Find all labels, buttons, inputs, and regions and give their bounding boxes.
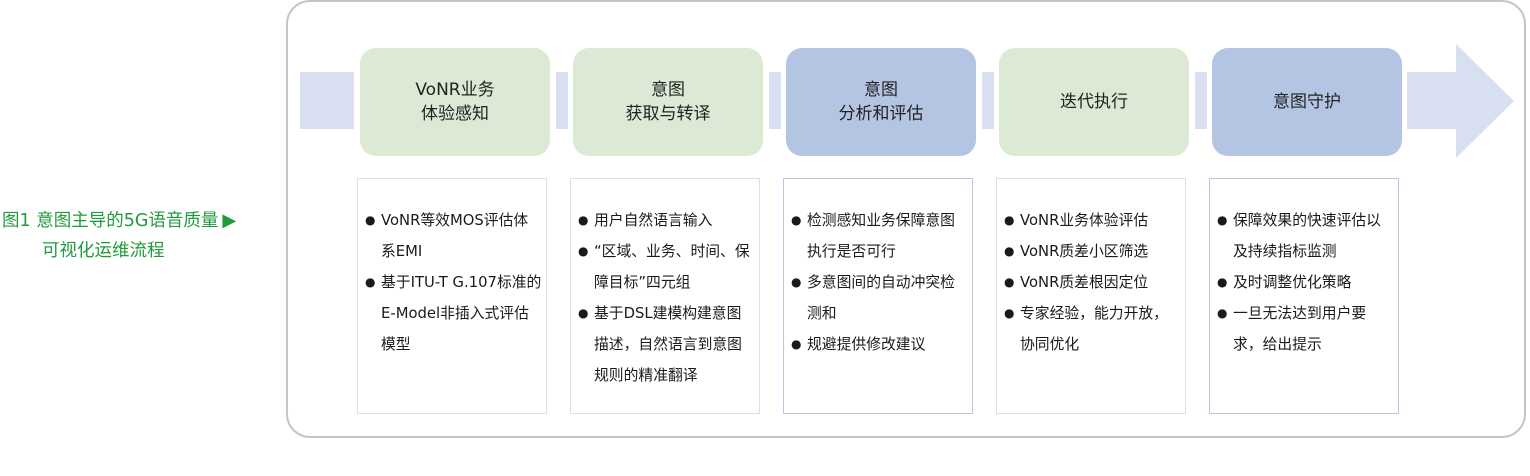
detail-item: ●专家经验，能力开放，协同优化: [1003, 298, 1181, 360]
detail-item: ●“区域、业务、时间、保障目标”四元组: [577, 236, 755, 298]
detail-item: ●VoNR质差根因定位: [1003, 267, 1181, 298]
bullet-icon: ●: [578, 306, 589, 320]
flow-band-segment: [556, 72, 568, 129]
detail-item: ●基于DSL建模构建意图描述，自然语言到意图规则的精准翻译: [577, 298, 755, 391]
detail-item: ●VoNR等效MOS评估体系EMI: [364, 205, 542, 267]
bullet-icon: ●: [1217, 275, 1228, 289]
bullet-icon: ●: [791, 213, 802, 227]
stage-detail: ●保障效果的快速评估以及持续指标监测 ●及时调整优化策略 ●一旦无法达到用户要求…: [1209, 178, 1399, 414]
flow-band-segment: [1407, 72, 1457, 129]
bullet-icon: ●: [578, 213, 589, 227]
flow-band-segment: [982, 72, 994, 129]
stage-detail: ●VoNR等效MOS评估体系EMI ●基于ITU-T G.107标准的E-Mod…: [357, 178, 547, 414]
caption-arrow-icon: ▶: [222, 210, 237, 231]
detail-item: ●基于ITU-T G.107标准的E-Model非插入式评估模型: [364, 267, 542, 360]
detail-item: ●检测感知业务保障意图执行是否可行: [790, 205, 968, 267]
detail-item: ●多意图间的自动冲突检测和: [790, 267, 968, 329]
detail-item: ●一旦无法达到用户要求，给出提示: [1216, 298, 1394, 360]
detail-item: ●保障效果的快速评估以及持续指标监测: [1216, 205, 1394, 267]
bullet-icon: ●: [1004, 213, 1015, 227]
bullet-icon: ●: [578, 244, 589, 258]
bullet-icon: ●: [365, 275, 376, 289]
detail-item: ●VoNR业务体验评估: [1003, 205, 1181, 236]
figure-caption: 图1 意图主导的5G语音质量▶ 可视化运维流程: [2, 206, 282, 266]
flow-arrow-head-icon: [1456, 44, 1514, 158]
bullet-icon: ●: [1004, 306, 1015, 320]
bullet-icon: ●: [1217, 213, 1228, 227]
bullet-icon: ●: [1004, 244, 1015, 258]
stage-detail: ●用户自然语言输入 ●“区域、业务、时间、保障目标”四元组 ●基于DSL建模构建…: [570, 178, 760, 414]
bullet-icon: ●: [791, 275, 802, 289]
stage-detail: ●检测感知业务保障意图执行是否可行 ●多意图间的自动冲突检测和 ●规避提供修改建…: [783, 178, 973, 414]
stage-box: 迭代执行: [999, 48, 1189, 156]
detail-item: ●VoNR质差小区筛选: [1003, 236, 1181, 267]
bullet-icon: ●: [791, 337, 802, 351]
bullet-icon: ●: [1217, 306, 1228, 320]
flow-band-segment: [769, 72, 781, 129]
stage-box: VoNR业务 体验感知: [360, 48, 550, 156]
bullet-icon: ●: [365, 213, 376, 227]
detail-item: ●用户自然语言输入: [577, 205, 755, 236]
caption-line-1: 图1 意图主导的5G语音质量: [2, 211, 219, 231]
stage-box: 意图 获取与转译: [573, 48, 763, 156]
flow-band-segment: [300, 72, 354, 129]
flow-band-segment: [1195, 72, 1207, 129]
stage-box: 意图 分析和评估: [786, 48, 976, 156]
caption-line-2: 可视化运维流程: [42, 241, 165, 261]
detail-item: ●规避提供修改建议: [790, 329, 968, 360]
bullet-icon: ●: [1004, 275, 1015, 289]
stage-detail: ●VoNR业务体验评估 ●VoNR质差小区筛选 ●VoNR质差根因定位 ●专家经…: [996, 178, 1186, 414]
stage-box: 意图守护: [1212, 48, 1402, 156]
detail-item: ●及时调整优化策略: [1216, 267, 1394, 298]
